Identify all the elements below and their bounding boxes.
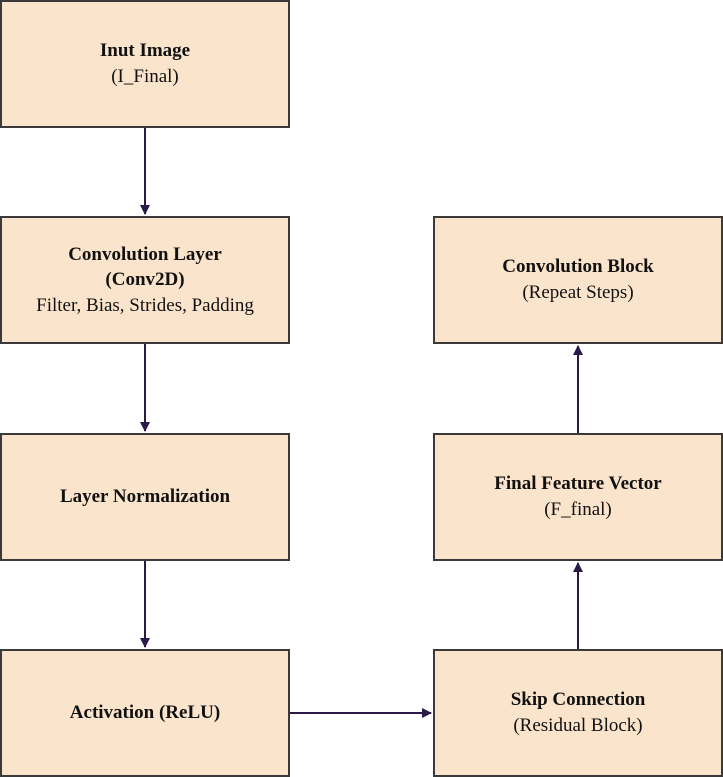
node-title: Convolution Layer — [68, 243, 222, 265]
node-title: Final Feature Vector — [494, 473, 662, 495]
node-subtitle: (I_Final) — [111, 66, 179, 87]
node-title: Layer Normalization — [59, 486, 231, 508]
node-subtitle: Filter, Bias, Strides, Padding — [36, 294, 254, 316]
node-subtitle: (F_final) — [544, 499, 612, 520]
node-title: Skip Connection — [510, 689, 646, 711]
node-subtitle: (Repeat Steps) — [522, 282, 634, 303]
node-title: Inut Image — [99, 40, 191, 62]
node-subtitle: (Residual Block) — [513, 715, 643, 736]
node-title-line2: (Conv2D) — [105, 269, 185, 291]
node-skip-connection: Skip Connection (Residual Block) — [433, 649, 723, 777]
node-title: Convolution Block — [502, 256, 654, 278]
node-input-image: Inut Image (I_Final) — [0, 0, 290, 128]
node-activation: Activation (ReLU) — [0, 649, 290, 777]
node-convolution-block: Convolution Block (Repeat Steps) — [433, 216, 723, 344]
node-title: Activation (ReLU) — [69, 702, 221, 724]
node-layer-normalization: Layer Normalization — [0, 433, 290, 561]
node-convolution-layer: Convolution Layer (Conv2D) Filter, Bias,… — [0, 216, 290, 344]
node-final-feature-vector: Final Feature Vector (F_final) — [433, 433, 723, 561]
